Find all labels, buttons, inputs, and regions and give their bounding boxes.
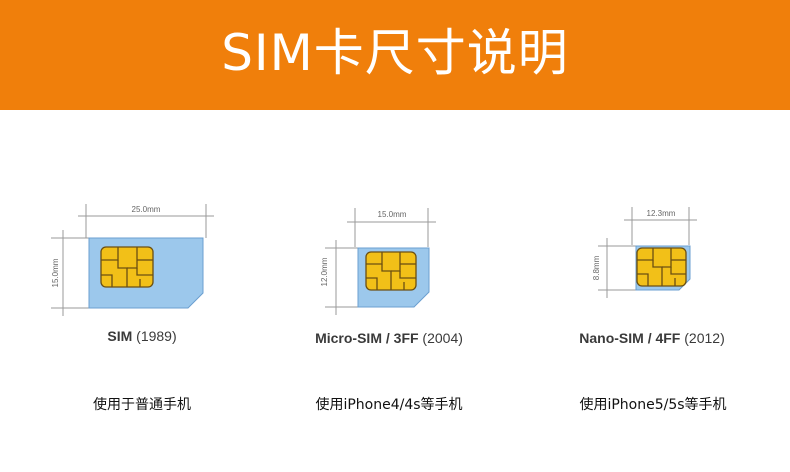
micro-caption: 使用iPhone4/4s等手机 (315, 397, 463, 413)
sim-year: (1989) (132, 328, 177, 344)
sim-name: SIM (107, 328, 133, 344)
sim-chip (100, 246, 154, 288)
nano-width-label: 12.3mm (647, 209, 676, 218)
nano-name: Nano-SIM / 4FF (579, 330, 681, 346)
micro-card-shape (357, 247, 430, 308)
micro-chip (365, 251, 417, 291)
nano-height-label: 8.8mm (592, 255, 601, 280)
nano-chip (636, 247, 687, 287)
sim-card-shape (88, 237, 204, 309)
sim-caption: 使用于普通手机 (93, 397, 191, 413)
header-banner (0, 0, 790, 110)
sim-name-label: SIM (1989) (62, 328, 222, 344)
micro-name: Micro-SIM / 3FF (315, 330, 419, 346)
micro-year: (2004) (418, 330, 463, 346)
micro-height-label: 12.0mm (320, 257, 329, 286)
nano-year: (2012) (680, 330, 725, 346)
page-title: SIM卡尺寸说明 (221, 24, 569, 82)
nano-card-shape (635, 245, 691, 291)
nano-caption: 使用iPhone5/5s等手机 (579, 397, 727, 413)
nano-name-label: Nano-SIM / 4FF (2012) (558, 330, 746, 346)
micro-name-label: Micro-SIM / 3FF (2004) (296, 330, 482, 346)
sim-height-label: 15.0mm (51, 258, 60, 287)
micro-width-label: 15.0mm (378, 210, 407, 219)
sim-width-label: 25.0mm (132, 205, 161, 214)
